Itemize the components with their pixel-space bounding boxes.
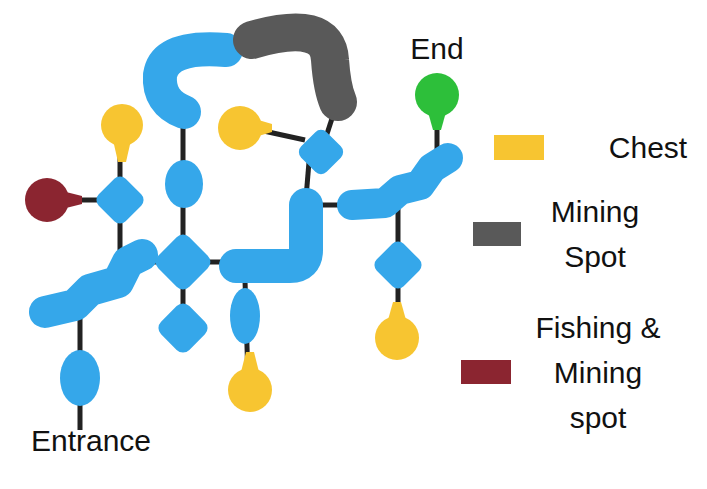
chests — [101, 104, 419, 412]
legend-text: Mining Spot — [525, 189, 665, 279]
map-label: End — [410, 32, 463, 65]
fishing-mining-stem — [62, 191, 82, 209]
rooms — [45, 49, 448, 406]
legend-text: Chest — [548, 125, 707, 170]
legend-swatch — [461, 360, 511, 384]
map-label: Entrance — [31, 424, 151, 457]
legend-swatch — [494, 135, 544, 160]
legend-swatch — [473, 222, 521, 246]
mining-spot — [252, 32, 338, 102]
legend-text: Fishing & Mining spot — [523, 305, 673, 440]
paths — [50, 42, 437, 430]
end-spot — [415, 73, 459, 117]
end-stem — [428, 112, 446, 130]
